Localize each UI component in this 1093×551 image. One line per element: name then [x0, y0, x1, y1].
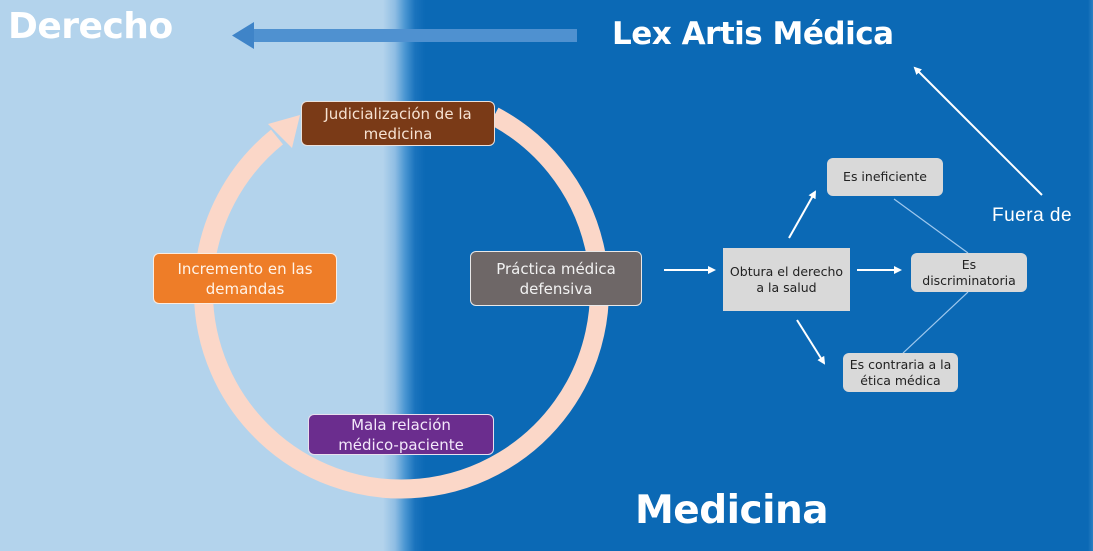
line-discriminatoria-contraria [902, 291, 969, 354]
arrow-obtura-ineficiente [788, 190, 816, 239]
cycle-node-incremento-demandas: Incremento en las demandas [153, 253, 337, 304]
cycle-arrowhead [268, 115, 300, 148]
big-left-arrow [232, 22, 577, 49]
node-label: Es discriminatoria [922, 256, 1016, 288]
arrow-obtura-contraria [796, 319, 826, 365]
title-lex-artis-medica: Lex Artis Médica [612, 16, 894, 52]
cycle-node-practica-defensiva: Práctica médica defensiva [470, 251, 642, 306]
cycle-node-label: Judicialización de la medicina [324, 104, 472, 143]
node-label: Es contraria a la ética médica [849, 356, 952, 388]
region-title-derecho: Derecho [8, 6, 173, 47]
big-arrow-shaft [252, 29, 577, 42]
line-ineficiente-discriminatoria [893, 198, 969, 254]
node-es-ineficiente: Es ineficiente [827, 158, 943, 196]
arrow-fuera-lexartis [913, 66, 1043, 196]
cycle-node-judicializacion: Judicialización de la medicina [301, 101, 495, 146]
label-fuera-de: Fuera de [992, 205, 1073, 226]
cycle-node-label: Práctica médica defensiva [496, 259, 616, 298]
big-arrow-head [232, 22, 254, 49]
node-obtura-derecho-salud: Obtura el derecho a la salud [723, 248, 850, 311]
node-es-contraria-etica: Es contraria a la ética médica [843, 353, 958, 392]
cycle-node-label: Incremento en las demandas [177, 259, 313, 298]
cycle-node-label: Mala relación médico-paciente [338, 415, 464, 454]
cycle-node-mala-relacion: Mala relación médico-paciente [308, 414, 494, 455]
node-label: Es ineficiente [843, 169, 927, 184]
region-title-medicina: Medicina [635, 488, 829, 533]
node-label: Obtura el derecho a la salud [729, 263, 844, 295]
node-es-discriminatoria: Es discriminatoria [911, 253, 1027, 292]
